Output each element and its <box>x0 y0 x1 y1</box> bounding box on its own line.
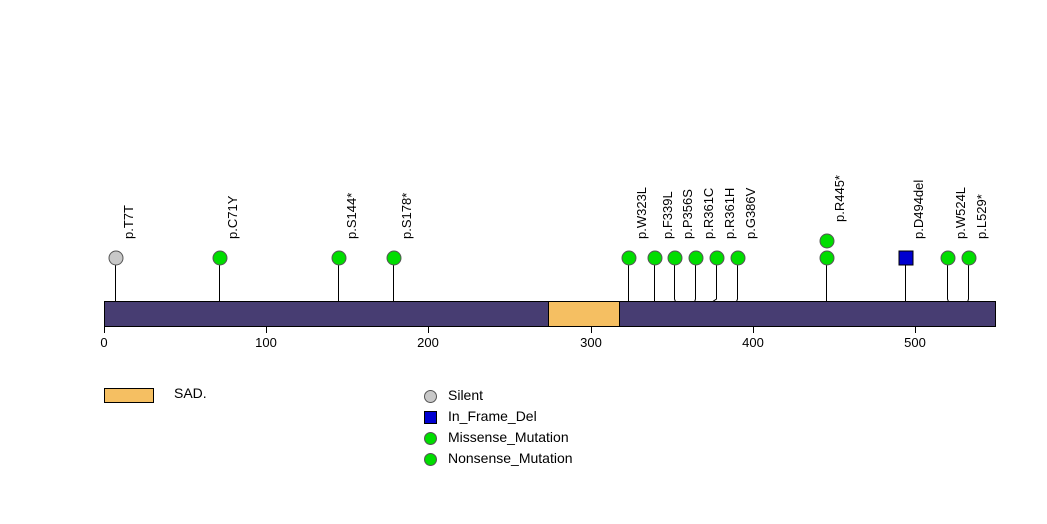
lollipop-head[interactable] <box>386 250 401 266</box>
lollipop-head[interactable] <box>212 250 227 266</box>
mutation-legend-label: Silent <box>448 387 484 403</box>
lollipop-head[interactable] <box>667 250 682 266</box>
axis-tick-label: 300 <box>580 335 602 350</box>
lollipop-head[interactable] <box>898 250 913 266</box>
axis-tick-label: 100 <box>255 335 277 350</box>
axis-tick-label: 200 <box>417 335 439 350</box>
mutation-legend-marker <box>424 390 437 403</box>
axis-tick <box>104 327 105 333</box>
lollipop-head[interactable] <box>940 250 955 266</box>
lollipop-head[interactable] <box>108 250 123 266</box>
axis-tick-label: 500 <box>904 335 926 350</box>
lollipop-head[interactable] <box>621 250 636 266</box>
domain-legend-label: SAD. <box>174 385 207 401</box>
domain-legend-swatch <box>104 388 154 403</box>
lollipop-head[interactable] <box>819 233 834 249</box>
axis-tick <box>428 327 429 333</box>
lollipop-head[interactable] <box>709 250 724 266</box>
mutation-legend-label: Missense_Mutation <box>448 429 569 445</box>
protein-domain-region[interactable] <box>548 301 620 327</box>
axis-tick <box>591 327 592 333</box>
mutation-legend-marker <box>424 411 437 424</box>
lollipop-head[interactable] <box>961 250 976 266</box>
axis-tick-label: 400 <box>742 335 764 350</box>
lollipop-head[interactable] <box>647 250 662 266</box>
mutation-legend-marker <box>424 453 437 466</box>
lollipop-head[interactable] <box>688 250 703 266</box>
mutation-legend-label: In_Frame_Del <box>448 408 537 424</box>
lollipop-head[interactable] <box>331 250 346 266</box>
lollipop-head[interactable] <box>819 250 834 266</box>
mutation-legend-label: Nonsense_Mutation <box>448 450 573 466</box>
lollipop-head[interactable] <box>730 250 745 266</box>
axis-tick <box>266 327 267 333</box>
axis-tick <box>753 327 754 333</box>
axis-tick <box>915 327 916 333</box>
axis-tick-label: 0 <box>100 335 108 350</box>
mutation-legend-marker <box>424 432 437 445</box>
